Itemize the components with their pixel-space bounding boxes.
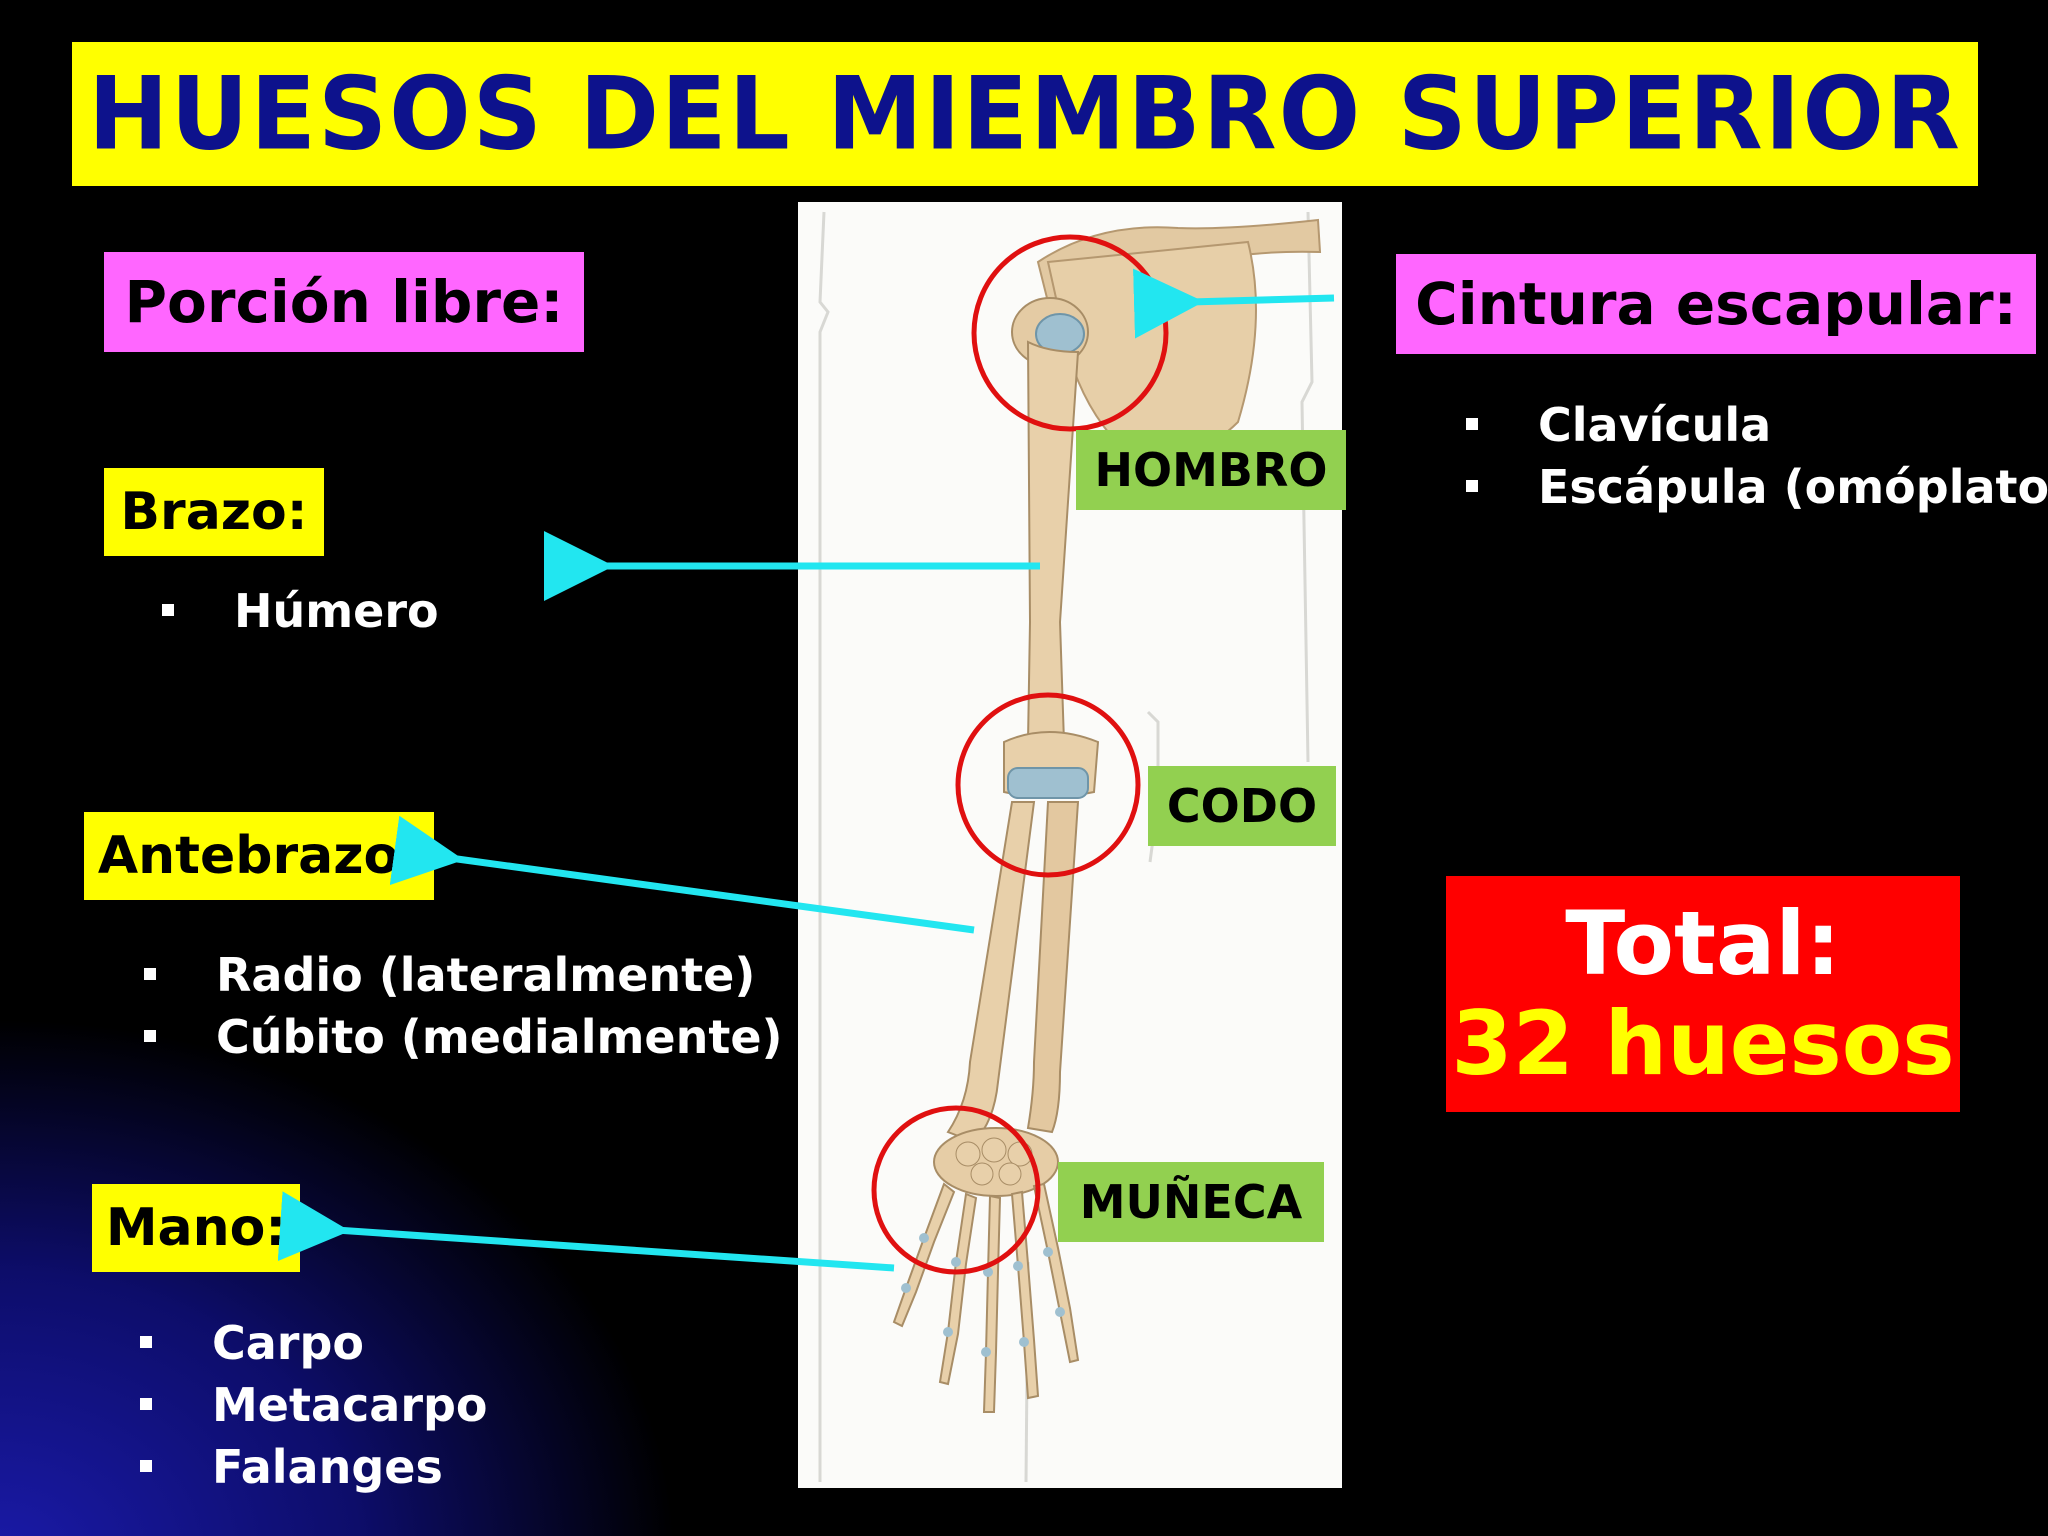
cintura-list: Clavícula Escápula (omóplato) (1466, 394, 2048, 518)
total-box: Total: 32 huesos (1446, 876, 1960, 1112)
brazo-list: Húmero (162, 580, 439, 642)
brazo-box: Brazo: (104, 468, 324, 556)
bullet-icon (162, 604, 174, 616)
arm-skeleton-illustration (798, 202, 1342, 1488)
cintura-escapular-heading: Cintura escapular: (1396, 254, 2036, 354)
antebrazo-arrow (389, 815, 975, 934)
list-item: Húmero (162, 580, 439, 642)
arm-skeleton-drawing (818, 211, 1322, 1483)
title-bar: HUESOS DEL MIEMBRO SUPERIOR (72, 42, 1978, 186)
hombro-label-box: HOMBRO (1076, 430, 1346, 510)
list-item: Radio (lateralmente) (144, 944, 783, 1006)
cintura-escapular-label: Cintura escapular: (1415, 270, 2017, 338)
mano-label: Mano: (105, 1198, 287, 1258)
shoulder-circle (971, 234, 1169, 432)
mano-arrow (277, 1191, 895, 1272)
bullet-icon (1466, 480, 1478, 492)
mano-box: Mano: (92, 1184, 300, 1272)
elbow-circle (955, 692, 1141, 878)
bullet-icon (140, 1398, 152, 1410)
list-item: Clavícula (1466, 394, 2048, 456)
slide-title: HUESOS DEL MIEMBRO SUPERIOR (88, 55, 1962, 173)
antebrazo-label: Antebrazo: (97, 826, 421, 886)
porcion-libre-label: Porción libre: (124, 268, 564, 336)
muneca-label-box: MUÑECA (1058, 1162, 1324, 1242)
bullet-icon (140, 1460, 152, 1472)
codo-label-box: CODO (1148, 766, 1336, 846)
hombro-label: HOMBRO (1094, 443, 1328, 497)
list-item: Falanges (140, 1436, 488, 1498)
joint-circles (871, 234, 1169, 1275)
brazo-label: Brazo: (120, 482, 308, 542)
total-label: Total: (1565, 892, 1841, 995)
antebrazo-list: Radio (lateralmente) Cúbito (medialmente… (144, 944, 783, 1068)
bullet-icon (144, 1030, 156, 1042)
bullet-icon (1466, 418, 1478, 430)
wrist-circle (871, 1105, 1041, 1275)
antebrazo-box: Antebrazo: (84, 812, 434, 900)
pointer-arrows (277, 268, 1335, 1272)
total-value: 32 huesos (1451, 992, 1955, 1095)
muneca-label: MUÑECA (1079, 1175, 1303, 1229)
list-item: Metacarpo (140, 1374, 488, 1436)
list-item: Cúbito (medialmente) (144, 1006, 783, 1068)
porcion-libre-heading: Porción libre: (104, 252, 584, 352)
bullet-icon (140, 1336, 152, 1348)
mano-list: Carpo Metacarpo Falanges (140, 1312, 488, 1498)
list-item: Escápula (omóplato) (1466, 456, 2048, 518)
bullet-icon (144, 968, 156, 980)
escapula-arrow (1133, 268, 1335, 339)
list-item: Carpo (140, 1312, 488, 1374)
codo-label: CODO (1166, 779, 1318, 833)
